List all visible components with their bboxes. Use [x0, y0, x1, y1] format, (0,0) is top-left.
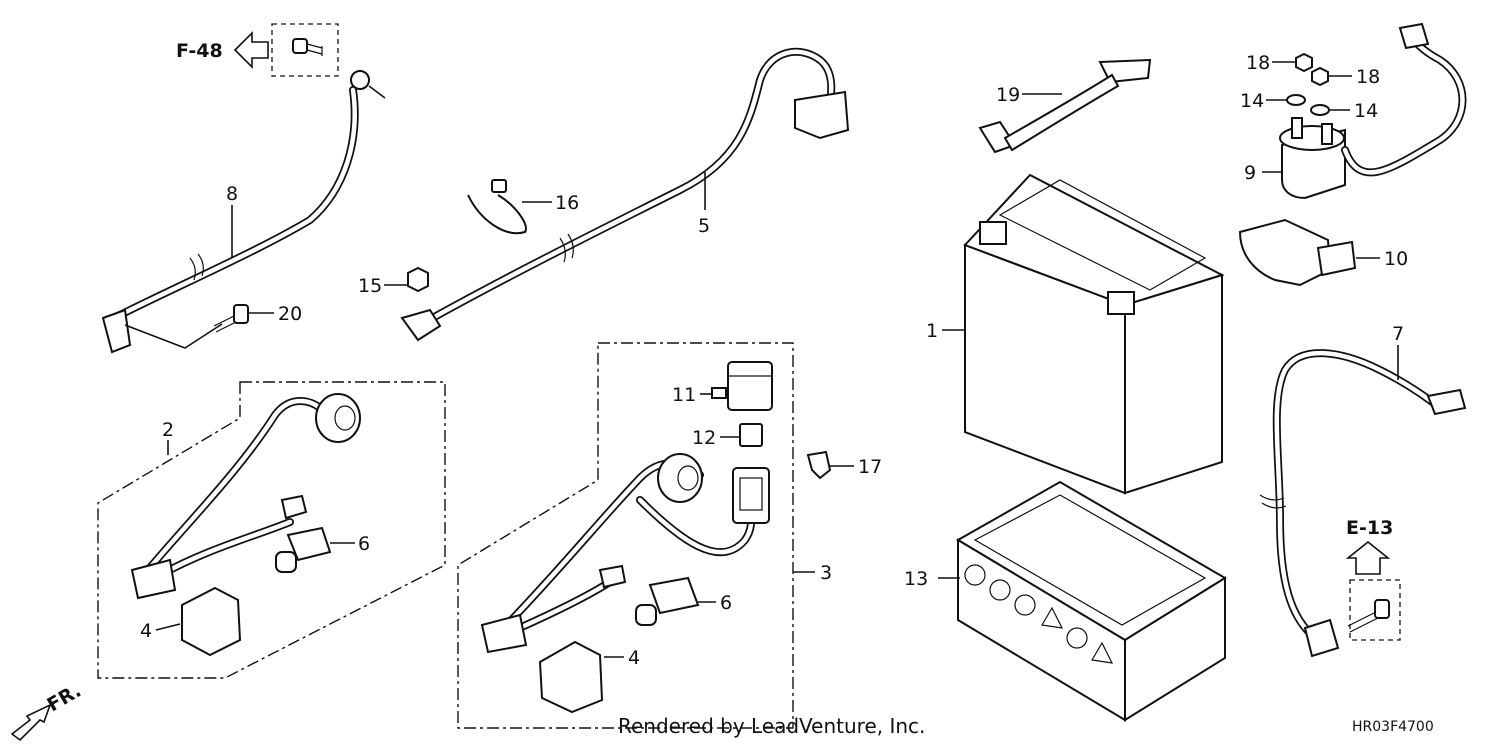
ref-e13-arrow — [1345, 540, 1391, 575]
callout-6b[interactable]: 6 — [720, 592, 732, 614]
callout-12[interactable]: 12 — [692, 427, 716, 449]
cover-4a — [181, 586, 242, 657]
leader-8-bracket — [124, 323, 223, 349]
cable-7-terminal-bottom — [1303, 618, 1340, 658]
cap-6b — [635, 576, 700, 626]
leader-4a — [155, 623, 181, 631]
clip-12 — [739, 423, 763, 447]
battery-1-terminal-pos — [1107, 291, 1135, 315]
washer-14a — [1286, 94, 1306, 106]
fr-label: FR. — [44, 680, 85, 717]
relay-11 — [711, 361, 773, 411]
cable-5-boot — [794, 90, 850, 140]
cable-5 — [400, 47, 850, 342]
callout-3[interactable]: 3 — [820, 562, 832, 584]
ref-e13-group[interactable]: E-13 — [1345, 517, 1401, 641]
ref-f48-box — [271, 23, 339, 77]
harness-2-bracket — [130, 558, 177, 600]
harness-2-socket — [315, 393, 361, 443]
holder-10 — [1238, 218, 1357, 287]
callout-17[interactable]: 17 — [858, 456, 882, 478]
footer-diagram-code: HR03F4700 — [1352, 719, 1434, 735]
harness-3-bracket — [480, 613, 528, 654]
callout-15[interactable]: 15 — [358, 275, 382, 297]
cable-8-terminal — [101, 308, 132, 354]
bolt-f48 — [292, 38, 323, 56]
callout-16[interactable]: 16 — [555, 192, 579, 214]
callout-14a[interactable]: 14 — [1240, 90, 1264, 112]
nut-15 — [407, 266, 429, 293]
ref-f48-label[interactable]: F-48 — [176, 40, 223, 62]
harness-3-socket — [657, 453, 703, 503]
cable-8-ring-terminal — [350, 70, 370, 90]
bolt-e13 — [1347, 599, 1390, 633]
ref-e13-box — [1349, 579, 1401, 641]
ref-f48-group[interactable]: F-48 — [176, 23, 339, 77]
callout-13[interactable]: 13 — [904, 568, 928, 590]
clip-16 — [467, 179, 527, 235]
callout-14b[interactable]: 14 — [1354, 100, 1378, 122]
ref-f48-arrow — [233, 31, 269, 69]
callout-9[interactable]: 9 — [1244, 162, 1256, 184]
bolt-20 — [213, 304, 249, 333]
harness-3-connector — [732, 467, 770, 524]
harness-2-group — [97, 381, 446, 679]
fr-direction: FR. — [10, 680, 85, 742]
solenoid-cable — [1341, 22, 1467, 177]
cover-4b — [538, 640, 604, 714]
callout-7[interactable]: 7 — [1392, 323, 1404, 345]
battery-1 — [963, 173, 1225, 495]
harness-3-group — [457, 342, 794, 729]
callout-2[interactable]: 2 — [162, 419, 174, 441]
battery-case-13 — [956, 480, 1227, 722]
nut-18a — [1295, 52, 1313, 73]
cap-6a — [275, 526, 332, 573]
harness-2-spade — [280, 494, 308, 520]
fr-arrow — [10, 703, 52, 742]
clip-17 — [806, 450, 832, 480]
callout-20[interactable]: 20 — [278, 303, 302, 325]
cable-5-terminal — [400, 308, 442, 342]
solenoid-9 — [1279, 117, 1346, 200]
callout-10[interactable]: 10 — [1384, 248, 1408, 270]
callout-6a[interactable]: 6 — [358, 533, 370, 555]
callout-4a[interactable]: 4 — [140, 620, 152, 642]
strap-19 — [978, 58, 1152, 154]
ref-e13-label[interactable]: E-13 — [1346, 517, 1393, 539]
battery-1-terminal-neg — [979, 221, 1007, 245]
harness-3-spade — [598, 564, 627, 589]
callout-4b[interactable]: 4 — [628, 647, 640, 669]
cable-7-terminal-top — [1426, 388, 1467, 416]
washer-14b — [1310, 104, 1330, 116]
callout-1[interactable]: 1 — [926, 320, 938, 342]
callout-18b[interactable]: 18 — [1356, 66, 1380, 88]
callout-11[interactable]: 11 — [672, 384, 696, 406]
callout-8[interactable]: 8 — [226, 183, 238, 205]
footer-credit: Rendered by LeadVenture, Inc. — [618, 714, 925, 738]
nut-18b — [1311, 66, 1329, 87]
callout-19[interactable]: 19 — [996, 84, 1020, 106]
callout-18a[interactable]: 18 — [1246, 52, 1270, 74]
callout-5[interactable]: 5 — [698, 215, 710, 237]
cable-8 — [101, 70, 386, 354]
cable-7 — [1259, 349, 1467, 658]
